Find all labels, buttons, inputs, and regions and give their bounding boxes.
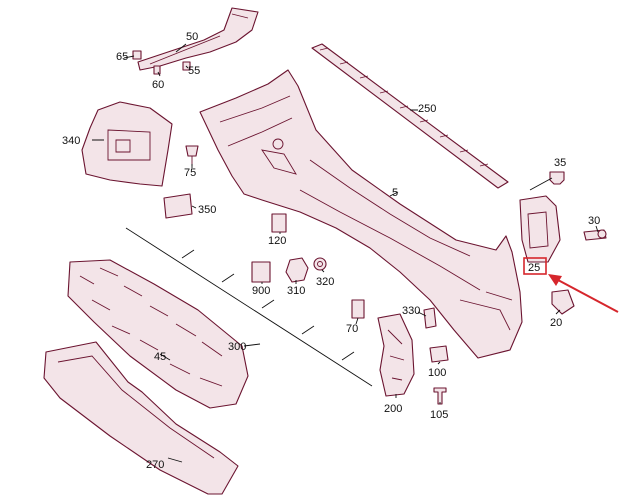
callout-200: 200: [384, 403, 402, 415]
part-35-bolt: [549, 171, 565, 185]
leader-lines: [92, 43, 599, 463]
part-5-bumper: [199, 69, 523, 359]
part-900-sensor: [251, 261, 271, 283]
part-105-bolt: [433, 387, 447, 405]
callout-330: 330: [402, 305, 420, 317]
part-310-holder: [285, 257, 309, 283]
callout-20: 20: [550, 317, 562, 329]
callout-900: 900: [252, 285, 270, 297]
callout-310: 310: [287, 285, 305, 297]
part-60-screw: [153, 65, 161, 75]
part-270-panel: [43, 341, 239, 495]
part-20-bracket: [551, 289, 575, 315]
callout-320: 320: [316, 276, 334, 288]
part-45-absorber: [67, 259, 249, 409]
callout-105: 105: [430, 409, 448, 421]
callout-270: 270: [146, 459, 164, 471]
callout-120: 120: [268, 235, 286, 247]
part-70-clip: [351, 299, 365, 319]
red-arrow: [548, 274, 619, 313]
callout-100: 100: [428, 367, 446, 379]
callout-25: 25: [528, 262, 540, 274]
callout-30: 30: [588, 215, 600, 227]
callout-60: 60: [152, 79, 164, 91]
callout-50: 50: [186, 31, 198, 43]
part-120-clip: [271, 213, 287, 233]
part-50-bracket: [137, 7, 259, 71]
part-340-panel: [81, 101, 173, 187]
part-65-clip: [132, 50, 142, 60]
callout-5: 5: [392, 187, 398, 199]
callout-340: 340: [62, 135, 80, 147]
part-320-ring: [313, 257, 327, 271]
callout-45: 45: [154, 351, 166, 363]
callout-55: 55: [188, 65, 200, 77]
callout-75: 75: [184, 167, 196, 179]
part-25-bracket: [519, 195, 561, 263]
callout-70: 70: [346, 323, 358, 335]
callout-65: 65: [116, 51, 128, 63]
part-75-pin: [185, 145, 199, 166]
callout-350: 350: [198, 204, 216, 216]
callout-300: 300: [228, 341, 246, 353]
part-200-guide: [377, 313, 415, 397]
callout-250: 250: [418, 103, 436, 115]
part-30-screw: [583, 229, 607, 241]
highlight-box-25: [523, 257, 547, 275]
part-300-harness: [125, 227, 373, 387]
part-330-clip: [423, 307, 437, 329]
part-350-cover: [163, 193, 193, 219]
part-250-strip: [311, 43, 509, 189]
callout-35: 35: [554, 157, 566, 169]
part-100-nut: [429, 345, 449, 363]
